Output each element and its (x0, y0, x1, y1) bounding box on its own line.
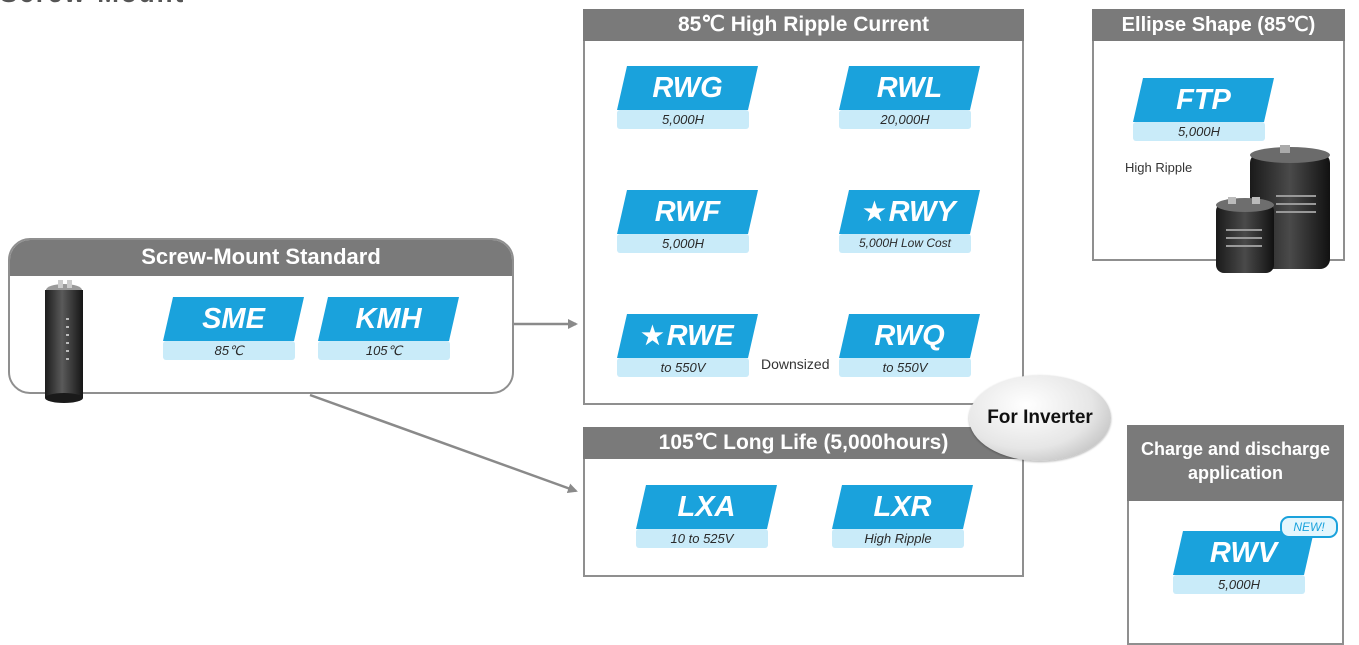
group-title-line2: application (1187, 463, 1283, 483)
series-lxa[interactable]: LXA 10 to 525V (636, 485, 777, 548)
series-spec: 5,000H (1173, 575, 1305, 594)
series-name: RWV (1173, 531, 1314, 575)
series-spec: 85℃ (163, 341, 295, 360)
series-spec: 5,000H (617, 110, 749, 129)
series-name: RWY (888, 196, 956, 228)
series-name: RWQ (839, 314, 980, 358)
series-spec: 5,000H (617, 234, 749, 253)
series-rwg[interactable]: RWG 5,000H (617, 66, 758, 129)
series-rwq[interactable]: RWQ to 550V (839, 314, 980, 377)
downsized-label: Downsized (761, 356, 830, 372)
group-title: Ellipse Shape (85℃) (1092, 9, 1345, 41)
capacitor-photo (45, 280, 83, 403)
series-name: RWF (617, 190, 758, 234)
series-sme[interactable]: SME 85℃ (163, 297, 304, 360)
high-ripple-note: High Ripple (1125, 160, 1193, 175)
star-icon: ★ (641, 322, 664, 350)
group-title: 85℃ High Ripple Current (583, 9, 1024, 41)
series-spec: 5,000H Low Cost (839, 234, 971, 253)
series-name: SME (163, 297, 304, 341)
new-badge: NEW! (1280, 516, 1338, 538)
group-title: Charge and discharge application (1127, 425, 1344, 501)
series-ftp[interactable]: FTP 5,000H (1133, 78, 1274, 141)
series-name: LXR (832, 485, 973, 529)
series-rwf[interactable]: RWF 5,000H (617, 190, 758, 253)
series-spec: 105℃ (318, 341, 450, 360)
arrow-standard-to-long-life (309, 393, 578, 493)
group-title: Screw-Mount Standard (10, 240, 512, 276)
cropped-header-fragment: Screw-Mount (0, 0, 185, 9)
series-rwl[interactable]: RWL 20,000H (839, 66, 980, 129)
series-spec: High Ripple (832, 529, 964, 548)
series-spec: 5,000H (1133, 122, 1265, 141)
series-name: RWG (617, 66, 758, 110)
series-rwv[interactable]: RWV 5,000H (1173, 531, 1314, 594)
series-kmh[interactable]: KMH 105℃ (318, 297, 459, 360)
series-name-with-star: ★RWE (617, 314, 758, 358)
series-name-with-star: ★RWY (839, 190, 980, 234)
series-spec: 20,000H (839, 110, 971, 129)
series-name: RWL (839, 66, 980, 110)
for-inverter-badge: For Inverter (969, 375, 1111, 461)
series-name: FTP (1133, 78, 1274, 122)
group-title-line1: Charge and discharge (1140, 439, 1331, 459)
series-spec: to 550V (839, 358, 971, 377)
group-title: 105℃ Long Life (5,000hours) (583, 427, 1024, 459)
series-spec: to 550V (617, 358, 749, 377)
ellipse-capacitor-photo (1216, 145, 1330, 273)
series-name: LXA (636, 485, 777, 529)
series-name: KMH (318, 297, 459, 341)
series-lxr[interactable]: LXR High Ripple (832, 485, 973, 548)
series-rwy[interactable]: ★RWY 5,000H Low Cost (839, 190, 980, 253)
for-inverter-text: For Inverter (987, 407, 1093, 428)
star-icon: ★ (863, 198, 886, 226)
series-rwe[interactable]: ★RWE to 550V (617, 314, 758, 377)
series-spec: 10 to 525V (636, 529, 768, 548)
series-name: RWE (666, 320, 734, 352)
